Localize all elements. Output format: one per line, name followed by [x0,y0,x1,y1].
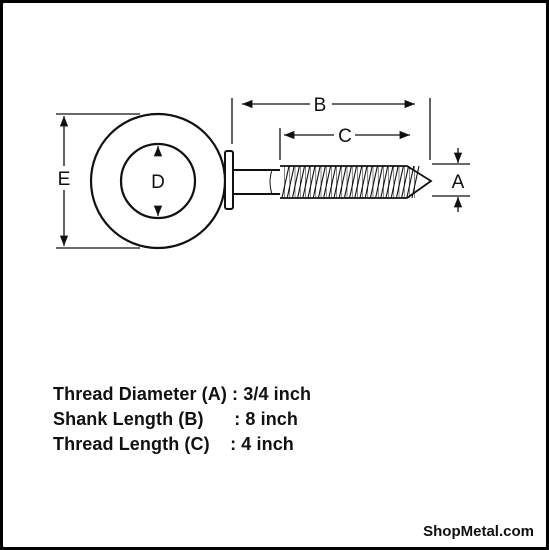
dimension-b [231,98,431,160]
eye-bolt-diagram: B C A D E [56,95,470,250]
dimension-c-label: C [338,126,352,147]
dimension-e [56,113,140,249]
dimension-a [432,148,470,212]
dimension-b-label: B [314,95,327,116]
spec-shank-length: Shank Length (B) : 8 inch [53,409,299,429]
spec-thread-diameter: Thread Diameter (A) : 3/4 inch [53,384,312,404]
thread [280,165,433,199]
shank [233,169,280,195]
collar [224,150,234,210]
spec-thread-length: Thread Length (C) : 4 inch [53,434,294,454]
dimension-e-label: E [58,169,71,190]
image-frame: B C A D E Thread D [3,3,546,547]
brand-watermark: ShopMetal.com [423,523,534,540]
dimension-a-label: A [452,172,465,193]
dimension-d-label: D [151,172,165,193]
dimension-c [279,128,410,160]
